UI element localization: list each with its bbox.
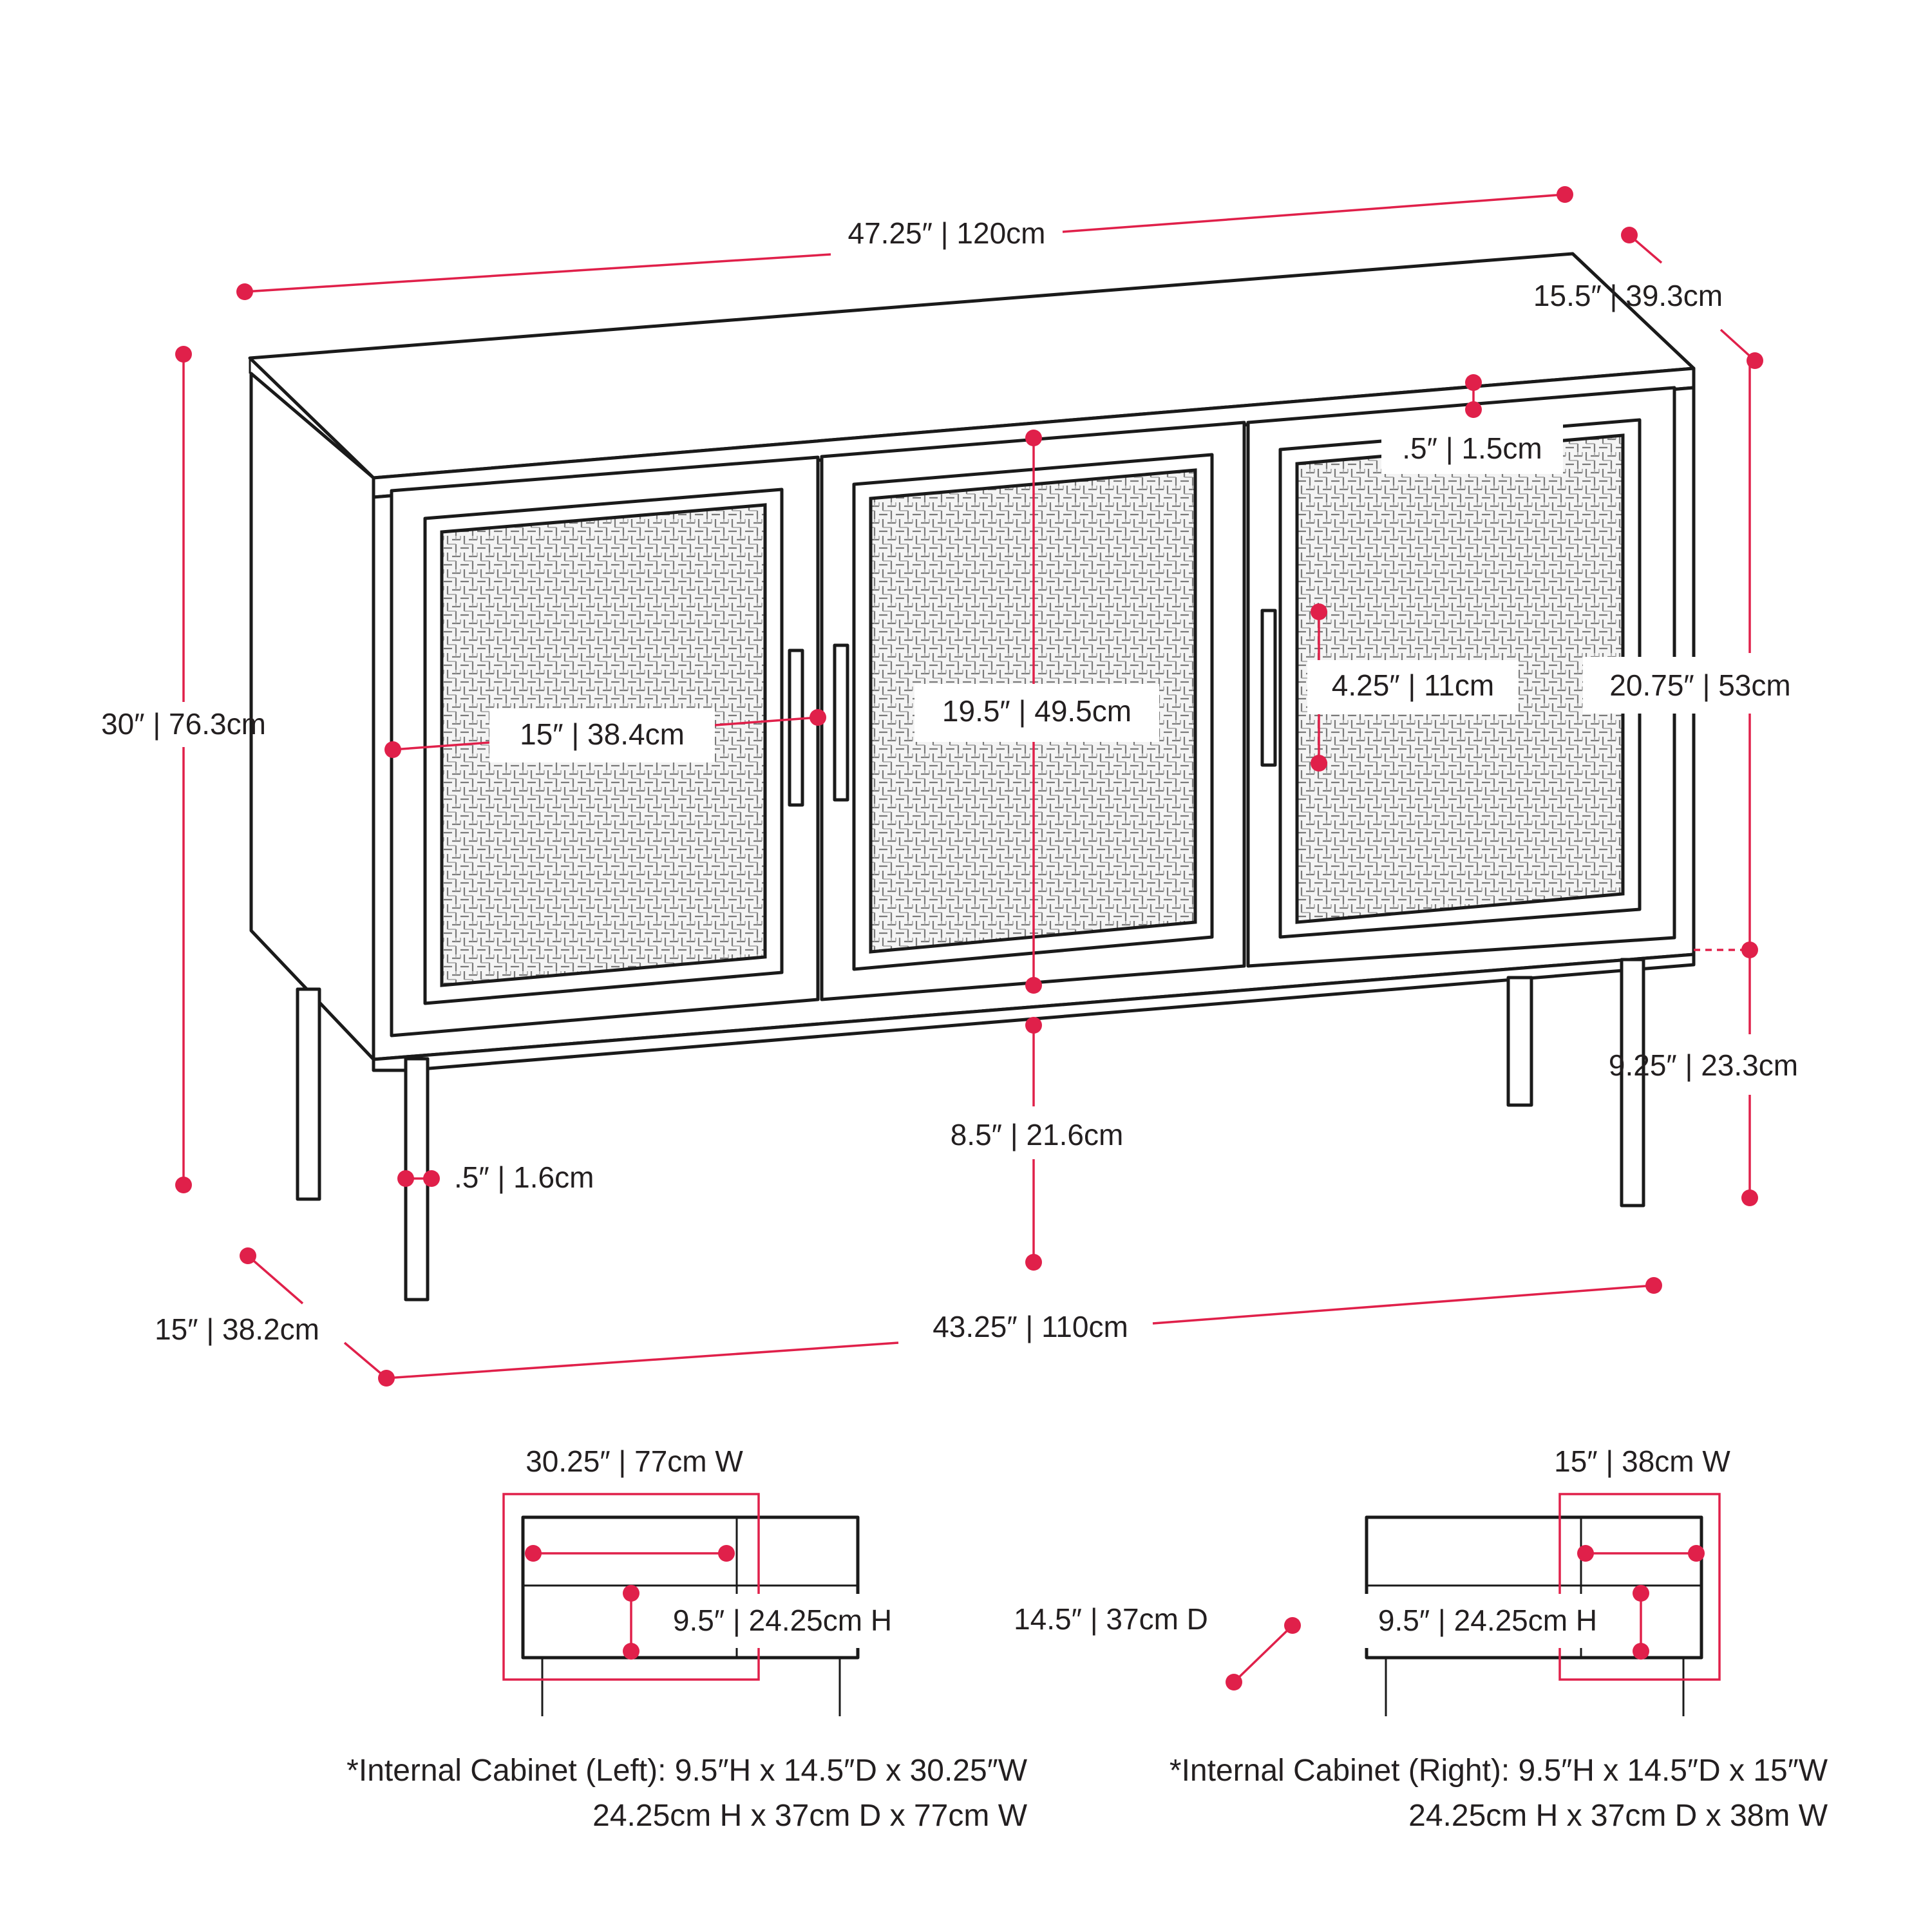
label-left-internal-height: 9.5″ | 24.25cm H [673,1604,892,1637]
note-left-line1: *Internal Cabinet (Left): 9.5″H x 14.5″D… [346,1754,1028,1788]
label-left-internal-width: 30.25″ | 77cm W [526,1444,743,1478]
label-right-internal-height: 9.5″ | 24.25cm H [1378,1604,1597,1637]
label-right-internal-width: 15″ | 38cm W [1554,1444,1730,1478]
label-door-width: 15″ | 38.4cm [520,717,685,751]
label-body-height: 20.75″ | 53cm [1609,668,1790,702]
label-top-thickness: .5″ | 1.5cm [1402,431,1542,465]
cabinet-left-side [249,372,375,1061]
label-base-depth: 15″ | 38.2cm [155,1312,319,1346]
label-door-height: 19.5″ | 49.5cm [942,694,1132,728]
note-right-line1: *Internal Cabinet (Right): 9.5″H x 14.5″… [1170,1754,1828,1788]
cabinet-bottom-rail [372,952,1696,1072]
back-left-leg [296,987,321,1201]
front-right-leg [1620,958,1645,1208]
back-right-leg [1506,976,1533,1107]
right-cabinet-highlight [1558,1493,1721,1681]
left-cabinet-highlight [502,1493,760,1681]
label-top-depth: 15.5″ | 39.3cm [1533,279,1723,312]
label-handle-length: 4.25″ | 11cm [1332,668,1494,702]
label-overall-width: 47.25″ | 120cm [848,216,1046,250]
dimension-labels: 47.25″ | 120cm 15.5″ | 39.3cm 30″ | 76.3… [101,216,1815,1648]
door-right-handle[interactable] [1260,609,1277,767]
label-internal-depth: 14.5″ | 37cm D [1014,1602,1208,1636]
label-leg-width: .5″ | 1.6cm [454,1160,594,1194]
note-right-line2: 24.25cm H x 37cm D x 38m W [1408,1799,1828,1833]
note-left-line2: 24.25cm H x 37cm D x 77cm W [592,1799,1028,1833]
label-ground-clearance: 8.5″ | 21.6cm [951,1118,1124,1151]
label-overall-height: 30″ | 76.3cm [101,707,266,741]
door-middle-handle[interactable] [833,643,849,802]
label-leg-height: 9.25″ | 23.3cm [1609,1048,1798,1082]
internal-cabinet-notes: *Internal Cabinet (Left): 9.5″H x 14.5″D… [346,1754,1828,1833]
label-base-width: 43.25″ | 110cm [933,1310,1128,1343]
door-left-handle[interactable] [788,649,804,807]
